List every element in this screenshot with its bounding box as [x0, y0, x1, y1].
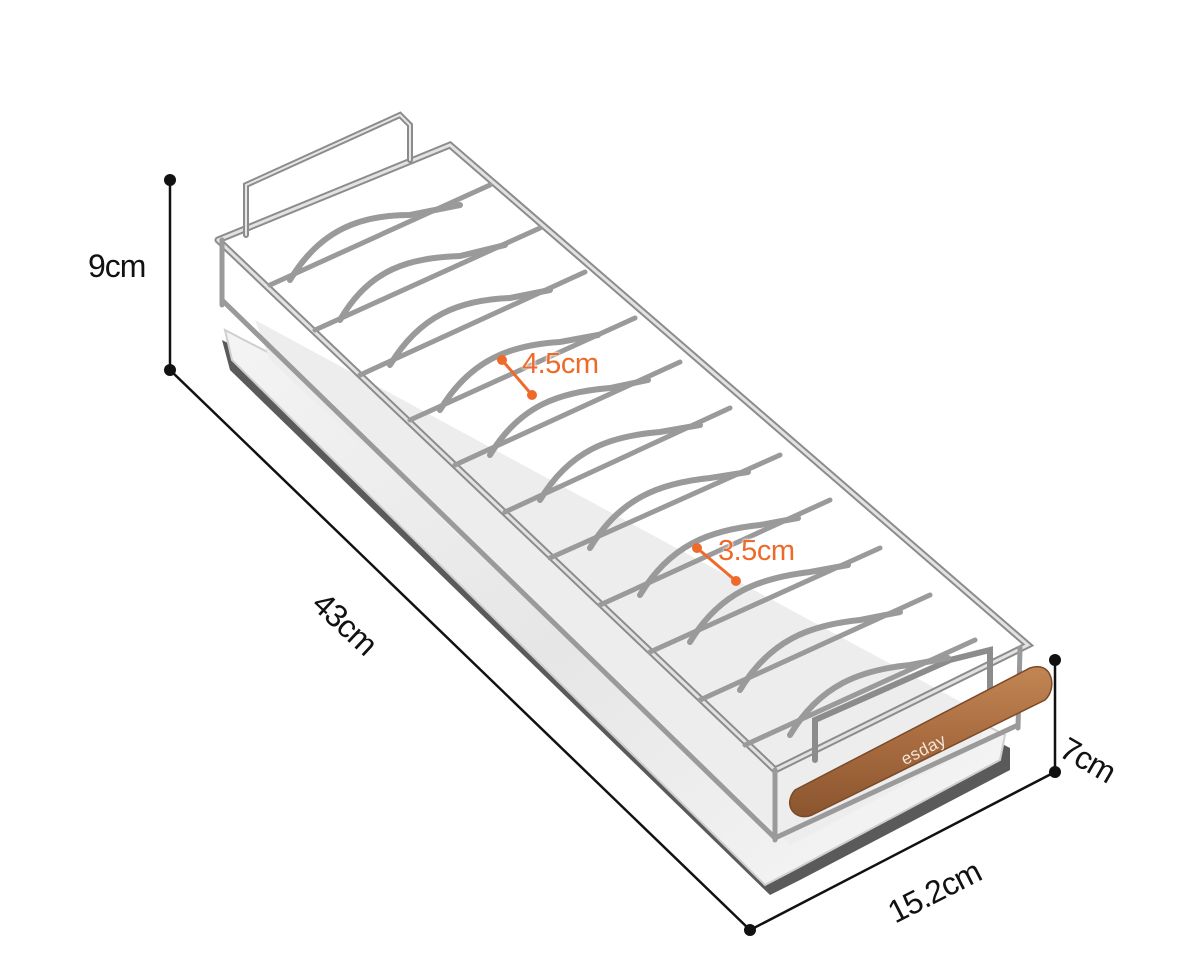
gap-label-small: 3.5cm	[718, 535, 795, 567]
dimension-endpoints	[164, 174, 1061, 936]
gap-marker-dots	[497, 355, 741, 586]
height-label-left: 9cm	[88, 248, 146, 284]
dimension-lines	[168, 180, 1057, 932]
wire-rack	[214, 111, 1035, 843]
gap-markers	[500, 359, 737, 583]
wooden-handle	[789, 665, 1053, 818]
gap-label-large: 4.5cm	[522, 348, 599, 380]
